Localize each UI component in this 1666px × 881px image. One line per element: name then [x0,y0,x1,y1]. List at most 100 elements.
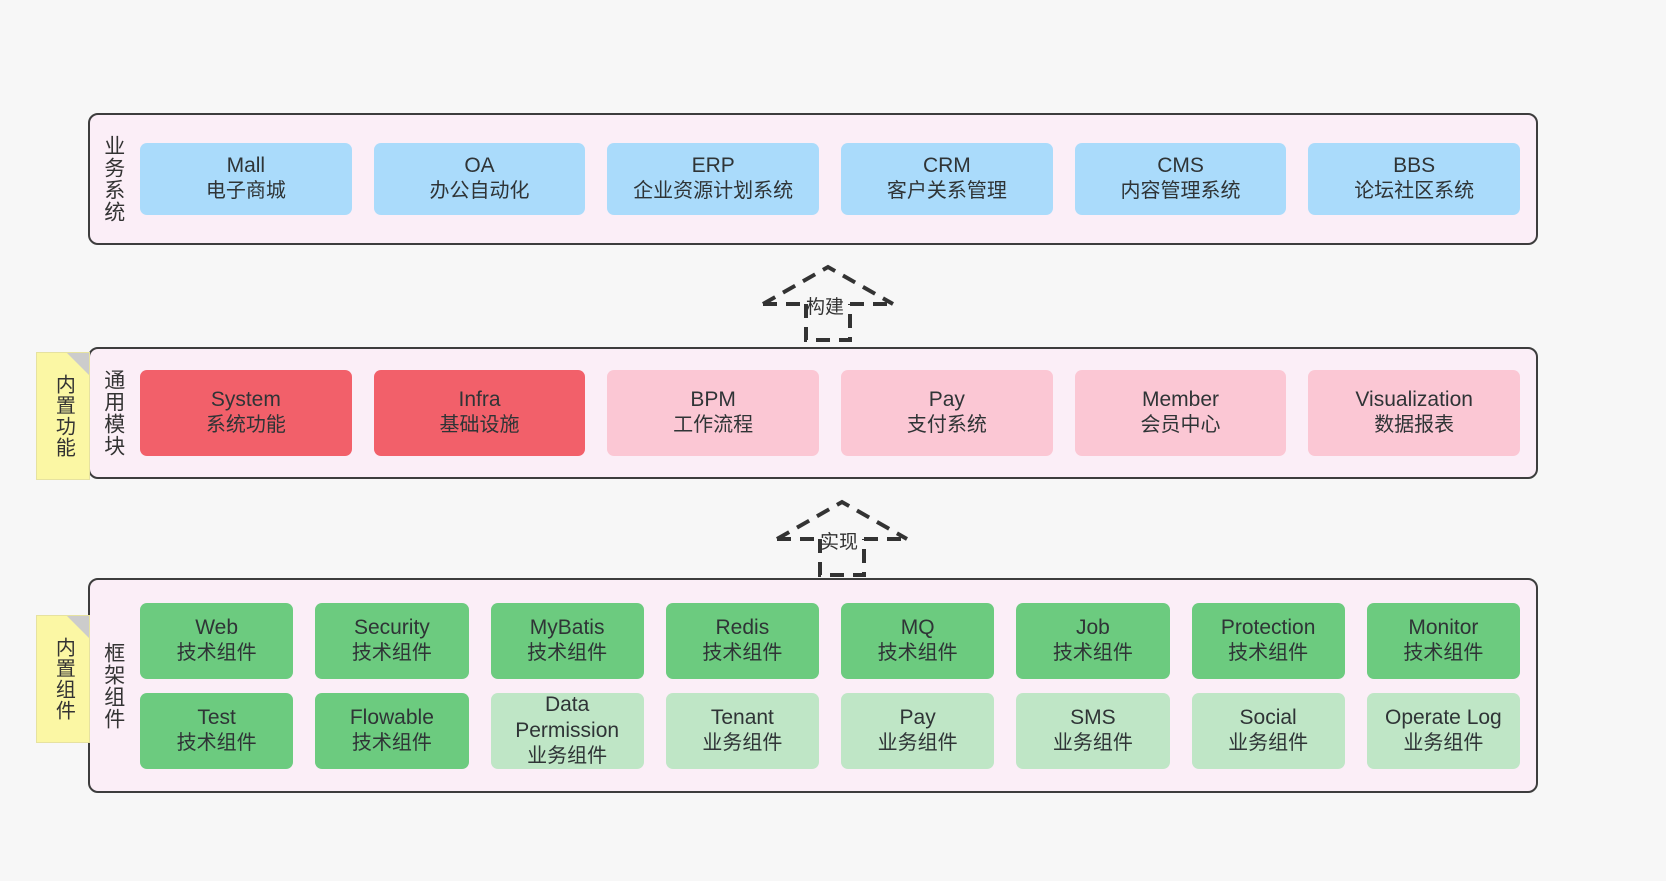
note-fold-corner-icon [67,616,89,638]
card-title-en: BBS [1393,154,1436,178]
card-title-cn: 业务组件 [527,744,608,767]
card-title-cn: 技术组件 [1228,641,1309,664]
card-title-en: Monitor [1408,615,1479,639]
note-builtin-features: 内置功能 [36,352,90,480]
card-title-en: Infra [458,388,501,412]
card-title-cn: 技术组件 [351,731,432,754]
card-title-en: MyBatis [529,615,605,639]
card-title-cn: 技术组件 [176,641,257,664]
card-title-cn: 工作流程 [673,414,754,437]
card-title-cn: 内容管理系统 [1120,180,1241,203]
card-title-en: Protection [1220,615,1316,639]
card-title-cn: 数据报表 [1374,414,1455,437]
note-builtin-components-label: 内置组件 [52,637,75,721]
card-title-en: Tenant [710,705,774,729]
card-title-cn: 基础设施 [439,414,520,437]
card-title-en: OA [464,154,495,178]
card-title-cn: 支付系统 [906,414,987,437]
card-title-cn: 业务组件 [702,731,783,754]
card-title-cn: 技术组件 [527,641,608,664]
card-title-cn: 技术组件 [877,641,958,664]
card-title-cn: 客户关系管理 [886,180,1007,203]
note-builtin-components: 内置组件 [36,615,90,743]
card-title-cn: 电子商城 [205,180,286,203]
card-title-en: MQ [900,615,935,639]
card-title-en: Member [1142,388,1220,412]
card-title-en: CRM [922,154,971,178]
card-title-en: BPM [690,388,736,412]
card-title-cn: 会员中心 [1140,414,1221,437]
connector-implement-arrow: 实现 [772,497,912,577]
card-title-en: Security [353,615,430,639]
card-title-en: Social [1239,705,1297,729]
card-title-cn: 技术组件 [1052,641,1133,664]
connector-build-label: 构建 [806,297,845,318]
card-title-cn: 企业资源计划系统 [633,180,794,203]
layer-modules-title: 通用模块 [101,369,125,457]
card-title-cn: 业务组件 [877,731,958,754]
card-title-en: Redis [715,615,770,639]
card-title-en: System [210,388,281,412]
card-title-cn: 技术组件 [1403,641,1484,664]
connector-build-arrow: 构建 [758,262,898,342]
card-title-cn: 系统功能 [205,414,286,437]
card-title-en: Web [195,615,239,639]
card-title-en: Pay [899,705,936,729]
card-title-en: ERP [691,154,735,178]
connector-implement-label: 实现 [820,532,859,553]
card-title-en: Mall [226,154,266,178]
note-builtin-features-label: 内置功能 [52,374,75,458]
card-title-en: Data Permission [515,692,620,742]
card-title-en: SMS [1070,705,1116,729]
card-title-cn: 技术组件 [702,641,783,664]
connector-build-arrow-shape [762,264,894,342]
layer-business-title: 业务系统 [101,135,125,223]
card-title-cn: 论坛社区系统 [1354,180,1475,203]
card-title-cn: 业务组件 [1403,731,1484,754]
card-title-en: Flowable [349,705,434,729]
card-title-cn: 业务组件 [1052,731,1133,754]
card-title-en: Job [1075,615,1110,639]
note-fold-corner-icon [67,353,89,375]
card-title-en: Visualization [1355,388,1473,412]
layer-framework-title: 框架组件 [101,641,125,730]
